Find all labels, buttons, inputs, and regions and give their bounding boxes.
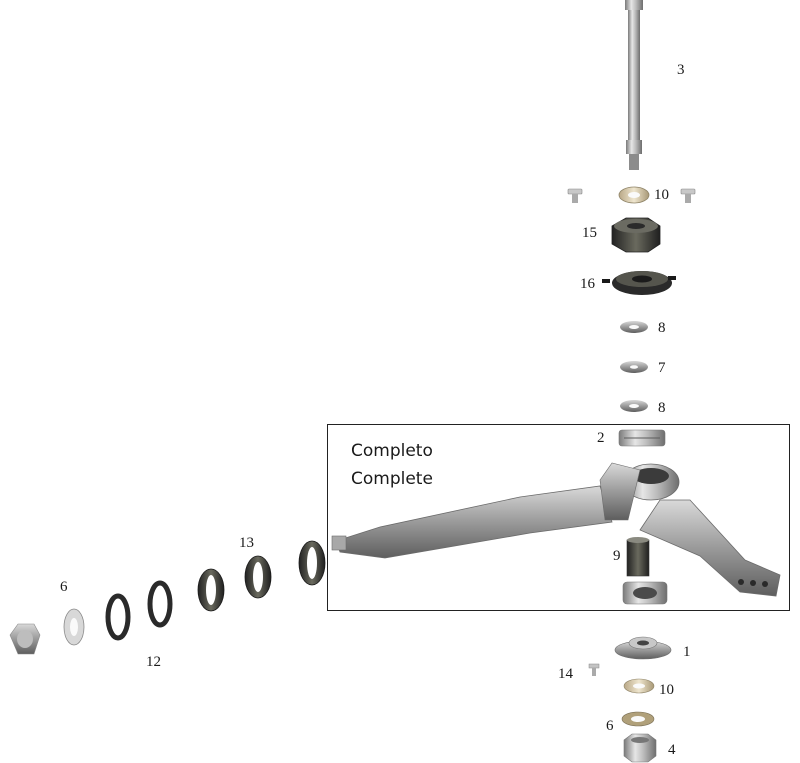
part-13-ring-b [244, 555, 272, 599]
callout-8-upper: 8 [658, 320, 666, 336]
part-7-washer [620, 361, 648, 373]
callout-3: 3 [677, 62, 685, 78]
callout-4: 4 [668, 742, 676, 758]
part-15-hex-nut [611, 217, 661, 253]
kit-label-completo: Completo [351, 441, 433, 461]
part-6-washer-right [621, 711, 655, 727]
screw-upper-left [567, 188, 583, 203]
part-3-spindle-pin [625, 0, 643, 170]
callout-10-upper: 10 [654, 187, 669, 203]
callout-2: 2 [597, 430, 605, 446]
callout-16: 16 [580, 276, 595, 292]
callout-15: 15 [582, 225, 597, 241]
part-13-ring-a [197, 568, 225, 612]
callout-12: 12 [146, 654, 161, 670]
part-10-washer-lower [623, 678, 655, 694]
part-12-ring-b [147, 580, 173, 628]
part-2-bearing-upper [618, 429, 666, 447]
callout-8-lower: 8 [658, 400, 666, 416]
complete-kit-frame [327, 424, 790, 611]
callout-6-left: 6 [60, 579, 68, 595]
part-12-ring-a [105, 593, 131, 641]
part-16-cover [602, 271, 676, 295]
callout-1: 1 [683, 644, 691, 660]
callout-10-lower: 10 [659, 682, 674, 698]
callout-14: 14 [558, 666, 573, 682]
left-end-nut [9, 623, 41, 655]
callout-6-right: 6 [606, 718, 614, 734]
part-14-screw [588, 663, 600, 676]
screw-upper-right [680, 188, 696, 203]
part-1-flange [614, 636, 672, 660]
part-8-washer-upper [620, 321, 648, 333]
part-10-washer-upper [618, 186, 650, 204]
kit-label-complete: Complete [351, 469, 433, 489]
callout-7: 7 [658, 360, 666, 376]
part-4-nut [623, 733, 657, 763]
part-8-washer-lower [620, 400, 648, 412]
complete-swingarm-assembly [331, 462, 781, 597]
callout-13: 13 [239, 535, 254, 551]
part-13-ring-c [298, 540, 326, 586]
part-6-washer-left [63, 608, 85, 646]
part-2-bearing-lower [622, 581, 668, 605]
part-9-bushing [626, 537, 650, 577]
callout-9: 9 [613, 548, 621, 564]
